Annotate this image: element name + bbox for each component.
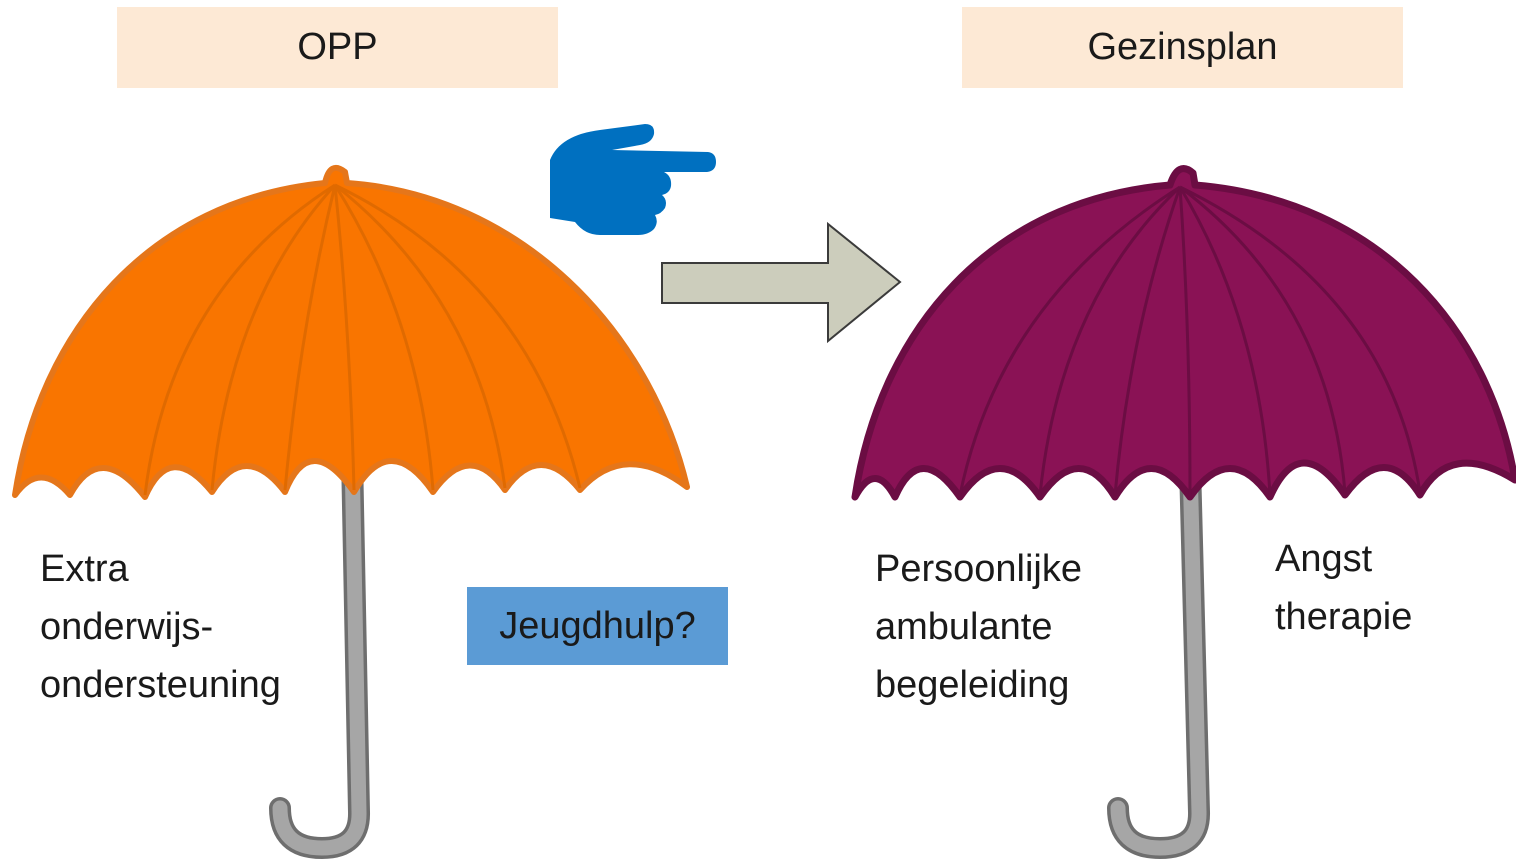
arrow-right-icon bbox=[661, 221, 902, 344]
jeugdhulp-question-box: Jeugdhulp? bbox=[467, 587, 728, 665]
pointing-hand-icon bbox=[550, 124, 716, 235]
opp-label: OPP bbox=[117, 7, 558, 88]
gezinsplan-description-line: Persoonlijke bbox=[875, 548, 1082, 590]
angst-therapie-line: therapie bbox=[1275, 596, 1413, 638]
gezinsplan-description-line: begeleiding bbox=[875, 664, 1070, 706]
opp-description-line: onderwijs- bbox=[40, 606, 214, 648]
right-umbrella-canopy bbox=[851, 165, 1516, 501]
left-umbrella-canopy bbox=[12, 164, 690, 500]
left-umbrella-icon bbox=[12, 164, 690, 860]
right-umbrella-handle bbox=[1107, 454, 1210, 860]
opp-description: Extra onderwijs- ondersteuning bbox=[40, 540, 281, 714]
angst-therapie-text: Angst therapie bbox=[1275, 530, 1412, 646]
opp-description-line: Extra bbox=[40, 548, 129, 590]
gezinsplan-description-line: ambulante bbox=[875, 606, 1053, 648]
right-umbrella-icon bbox=[851, 165, 1516, 860]
gezinsplan-label: Gezinsplan bbox=[962, 7, 1403, 88]
gezinsplan-description: Persoonlijke ambulante begeleiding bbox=[875, 540, 1082, 714]
angst-therapie-line: Angst bbox=[1275, 538, 1373, 580]
opp-description-line: ondersteuning bbox=[40, 664, 281, 706]
jeugdhulp-question-text: Jeugdhulp? bbox=[499, 604, 696, 647]
left-umbrella-handle bbox=[269, 444, 370, 860]
